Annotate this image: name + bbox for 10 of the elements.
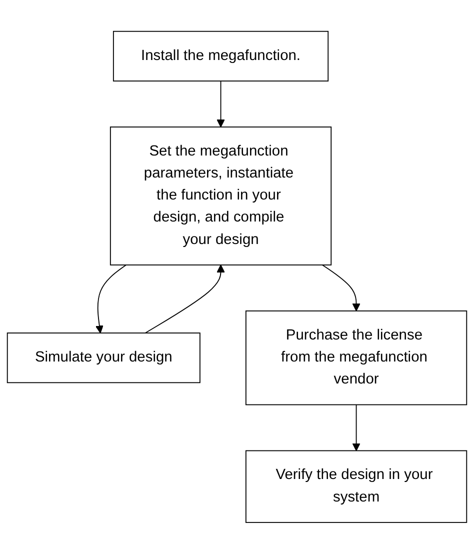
arrow: [322, 264, 360, 311]
arrow: [95, 264, 126, 333]
node-box: Purchase the license from the megafunction vendor: [245, 310, 468, 405]
arrow: [216, 80, 225, 127]
arrow: [352, 404, 360, 451]
node-box: Install the megafunction.: [112, 30, 329, 82]
node-box: Simulate your design: [6, 332, 200, 383]
node-box: Verify the design in your system: [245, 450, 468, 522]
node-box: Set the megafunction parameters, instantiate the function in your design, and compile your design: [110, 126, 332, 265]
arrow: [144, 264, 225, 334]
